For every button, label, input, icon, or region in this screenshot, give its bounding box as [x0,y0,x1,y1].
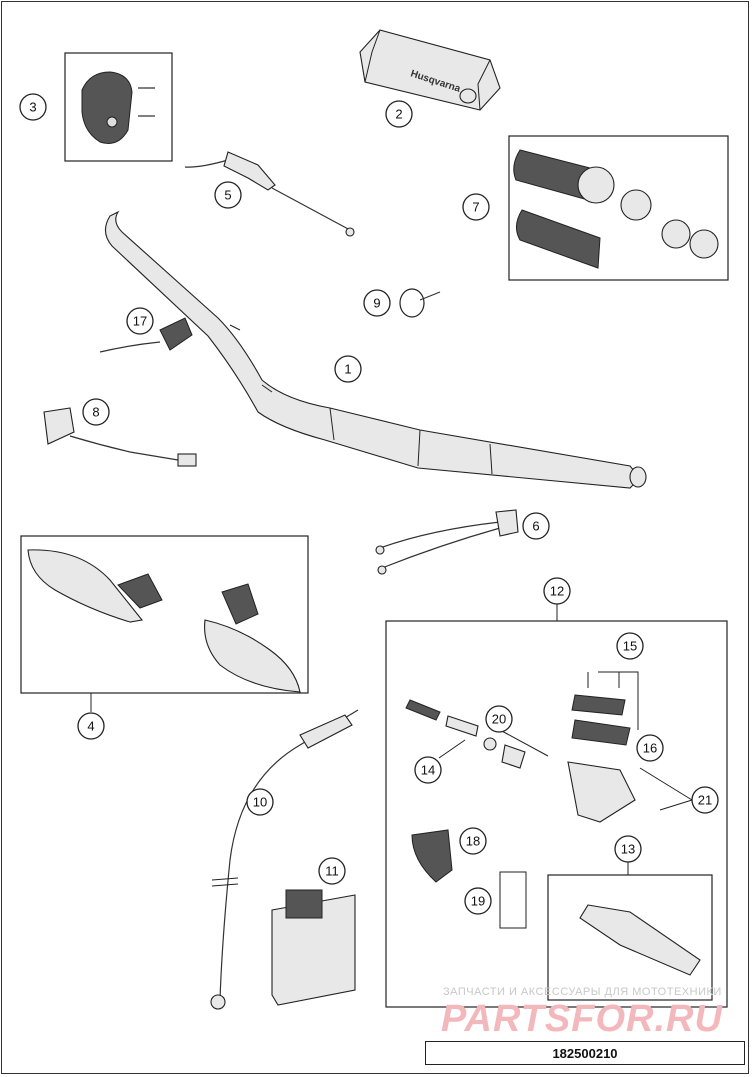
callout-6[interactable]: 6 [522,512,550,540]
leader-15 [587,671,639,730]
svg-text:12: 12 [550,584,564,599]
callout-11[interactable]: 11 [318,857,346,885]
svg-text:9: 9 [373,296,380,311]
svg-text:19: 19 [471,894,485,909]
start-switch-part [43,407,197,467]
brake-line-part [210,709,359,1010]
callout-12[interactable]: 12 [543,577,571,605]
callout-5[interactable]: 5 [214,181,242,209]
switch-housing-part [81,71,155,144]
svg-text:16: 16 [643,741,657,756]
svg-text:20: 20 [492,712,506,727]
callout-10[interactable]: 10 [246,788,274,816]
svg-text:1: 1 [344,362,351,377]
callout-8[interactable]: 8 [82,398,110,426]
svg-text:14: 14 [421,763,435,778]
clutch-switch-part [375,509,519,575]
throttle-cable-part [184,151,355,237]
watermark-logo: PARTSFOR.RU [441,998,723,1040]
callout-17[interactable]: 17 [126,307,154,335]
leader-21 [639,767,693,811]
callout-13[interactable]: 13 [614,835,642,863]
handlebar-part [104,210,647,489]
svg-text:2: 2 [395,107,402,122]
callout-1[interactable]: 1 [334,355,362,383]
part-box-7 [508,135,729,281]
fluid-bottle-part [271,889,356,1006]
watermark-tagline: ЗАПЧАСТИ И АКСЕССУАРЫ ДЛЯ МОТОТЕХНИКИ [443,986,722,998]
svg-text:3: 3 [29,100,36,115]
part-box-4 [20,535,309,694]
svg-text:21: 21 [698,793,712,808]
callout-9[interactable]: 9 [363,289,391,317]
callout-21[interactable]: 21 [691,786,719,814]
callout-3[interactable]: 3 [19,93,47,121]
callout-4[interactable]: 4 [77,712,105,740]
grips-part [513,149,719,269]
leader-14-20 [438,729,549,759]
svg-text:5: 5 [224,188,231,203]
part-box-3 [64,52,173,162]
bar-pad-part: Husqvarna [359,29,501,111]
svg-text:10: 10 [253,795,267,810]
callout-16[interactable]: 16 [636,734,664,762]
svg-text:6: 6 [532,519,539,534]
callout-15[interactable]: 15 [616,632,644,660]
kill-switch-part [99,317,193,353]
part-number-box: 182500210 [425,1041,745,1065]
svg-text:7: 7 [472,200,479,215]
svg-text:4: 4 [87,719,94,734]
callout-2[interactable]: 2 [385,100,413,128]
svg-text:18: 18 [466,834,480,849]
callout-20[interactable]: 20 [485,705,513,733]
svg-text:8: 8 [92,405,99,420]
handguards-part [27,549,301,693]
cable-tie-part [399,288,441,318]
svg-text:13: 13 [621,842,635,857]
callout-19[interactable]: 19 [464,887,492,915]
svg-text:17: 17 [133,314,147,329]
svg-text:11: 11 [325,864,339,879]
callout-14[interactable]: 14 [414,756,442,784]
svg-text:15: 15 [623,639,637,654]
callout-18[interactable]: 18 [459,827,487,855]
master-cylinder-parts [405,694,713,1001]
callout-7[interactable]: 7 [462,193,490,221]
part-number: 182500210 [552,1045,618,1061]
